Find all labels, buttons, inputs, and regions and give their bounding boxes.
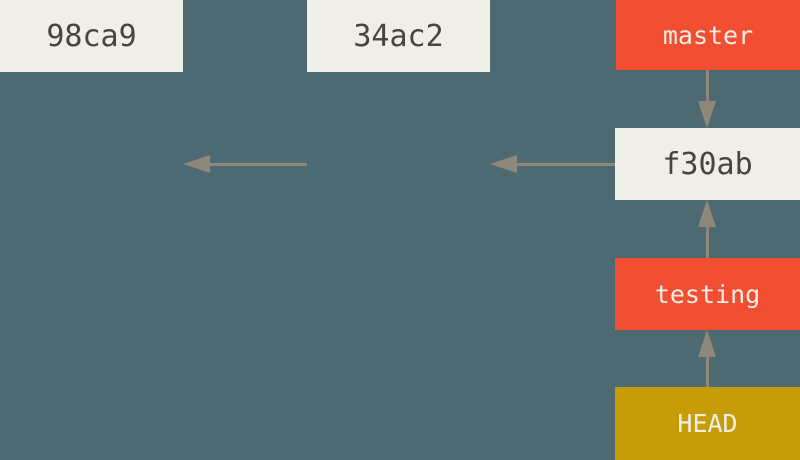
arrow-line-f30ab-to-34ac2 <box>512 163 615 166</box>
arrowhead-testing-to-f30ab <box>698 200 716 227</box>
arrowhead-master-to-f30ab <box>698 101 716 128</box>
arrow-line-head-to-testing <box>706 352 709 387</box>
commit-box-34ac2: 34ac2 <box>307 0 490 72</box>
arrowhead-head-to-testing <box>698 330 716 357</box>
branch-label-master: master <box>662 20 754 50</box>
commit-box-f30ab: f30ab <box>615 128 800 200</box>
arrow-line-master-to-f30ab <box>706 70 709 108</box>
branch-box-testing: testing <box>615 258 800 330</box>
head-box: HEAD <box>615 387 800 460</box>
branch-box-master: master <box>616 0 800 70</box>
branch-label-testing: testing <box>654 279 761 309</box>
arrowhead-f30ab-to-34ac2 <box>490 155 517 173</box>
arrow-line-34ac2-to-98ca9 <box>205 163 307 166</box>
commit-id-34ac2: 34ac2 <box>353 18 444 54</box>
commit-id-f30ab: f30ab <box>662 146 753 182</box>
head-label: HEAD <box>677 409 738 438</box>
commit-id-98ca9: 98ca9 <box>46 18 137 54</box>
arrowhead-34ac2-to-98ca9 <box>183 155 210 173</box>
commit-box-98ca9: 98ca9 <box>0 0 183 72</box>
arrow-line-testing-to-f30ab <box>706 222 709 258</box>
